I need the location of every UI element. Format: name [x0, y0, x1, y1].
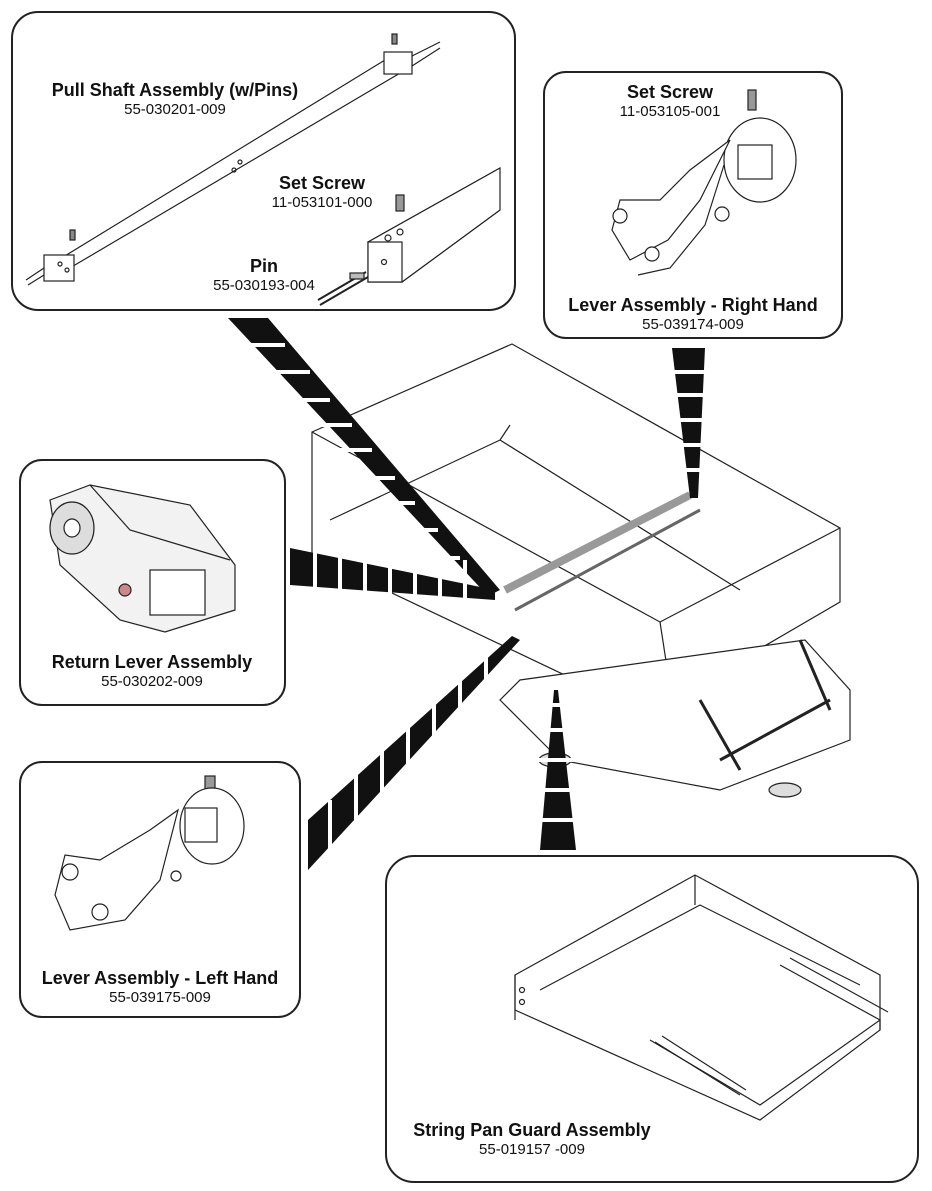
callout-part-number: 55-030193-004: [213, 276, 315, 294]
callout-part-number: 55-030201-009: [124, 100, 226, 118]
lever-left-drawing: [54, 775, 245, 931]
callout-name: Lever Assembly - Right Hand: [568, 295, 818, 315]
callout-frame-return-lever: [19, 459, 286, 706]
pointer-band-lever-right: [672, 348, 705, 498]
callout-pull-shaft: Pull Shaft Assembly (w/Pins) 55-030201-0…: [34, 80, 316, 118]
callout-name: Lever Assembly - Left Hand: [41, 968, 279, 988]
lever-right-drawing: [611, 89, 797, 276]
pointer-band-pull-shaft: [228, 318, 500, 596]
callout-frame-lever-right: [543, 71, 843, 339]
pull-shaft-drawing: [25, 33, 501, 306]
callout-set-screw-2: Set Screw 11-053105-001: [604, 82, 736, 120]
callout-lever-right: Lever Assembly - Right Hand 55-039174-00…: [550, 295, 836, 333]
callout-part-number: 55-019157 -009: [479, 1140, 585, 1158]
callout-part-number: 11-053101-000: [271, 193, 373, 211]
callout-part-number: 55-039174-009: [642, 315, 744, 333]
callout-part-number: 55-039175-009: [109, 988, 211, 1006]
callout-name: String Pan Guard Assembly: [413, 1120, 651, 1140]
machine-main-drawing: [311, 343, 851, 798]
pointer-bands: [228, 318, 705, 870]
callout-frame-pull-shaft: [11, 11, 516, 311]
callout-part-number: 55-030202-009: [101, 672, 203, 690]
callout-name: Pin: [249, 256, 278, 276]
callout-name: Set Screw: [278, 173, 366, 193]
callout-pin: Pin 55-030193-004: [196, 256, 332, 294]
callout-name: Set Screw: [626, 82, 714, 102]
callout-frame-string-pan: [385, 855, 919, 1183]
return-lever-drawing: [49, 484, 236, 633]
callout-lever-left: Lever Assembly - Left Hand 55-039175-009: [24, 968, 296, 1006]
callout-part-number: 11-053105-001: [619, 102, 721, 120]
pointer-band-string-pan: [540, 690, 576, 850]
callout-set-screw-1: Set Screw 11-053101-000: [256, 173, 388, 211]
pointer-band-lever-left: [308, 636, 520, 870]
callout-string-pan-guard: String Pan Guard Assembly 55-019157 -009: [398, 1120, 666, 1158]
callout-return-lever: Return Lever Assembly 55-030202-009: [30, 652, 274, 690]
callout-frame-lever-left: [19, 761, 301, 1018]
callout-name: Return Lever Assembly: [51, 652, 253, 672]
string-pan-guard-drawing: [514, 874, 889, 1121]
callout-name: Pull Shaft Assembly (w/Pins): [51, 80, 299, 100]
